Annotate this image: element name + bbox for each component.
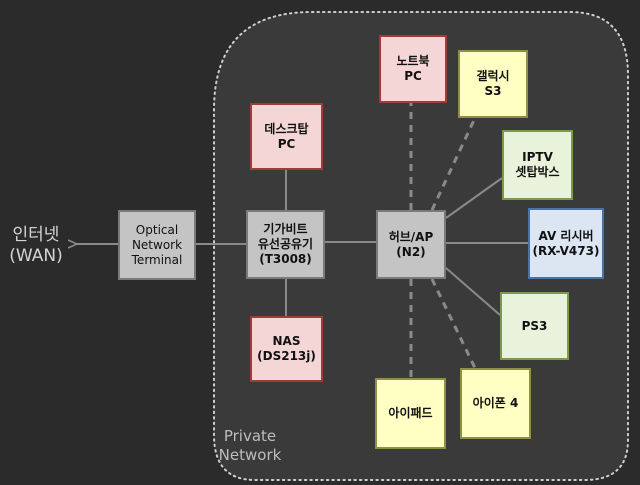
link-hub-iptv — [445, 177, 503, 219]
link-hub-ps3 — [445, 267, 501, 316]
iphone-4: 아이폰 4 — [460, 368, 531, 439]
gigabit-router: 기가비트 유선공유기 (T3008) — [246, 210, 325, 279]
iptv-settop-box: IPTV 셋탑박스 — [502, 130, 573, 200]
private-network-label: Private Network — [218, 427, 282, 464]
av-receiver: AV 리시버 (RX-V473) — [528, 208, 604, 279]
wifi-hub-galaxy — [430, 117, 477, 211]
internet-label: 인터넷 (WAN) — [9, 225, 63, 266]
wifi-hub-iphone — [430, 278, 477, 369]
laptop-pc: 노트북 PC — [379, 35, 447, 103]
hub-ap: 허브/AP (N2) — [376, 210, 446, 279]
desktop-pc: 데스크탑 PC — [250, 103, 323, 170]
ipad: 아이패드 — [375, 378, 446, 449]
nas-ds213j: NAS (DS213j) — [250, 316, 323, 382]
ps3: PS3 — [500, 292, 569, 360]
optical-network-terminal: Optical Network Terminal — [118, 210, 196, 280]
galaxy-s3: 갤럭시 S3 — [458, 50, 528, 118]
